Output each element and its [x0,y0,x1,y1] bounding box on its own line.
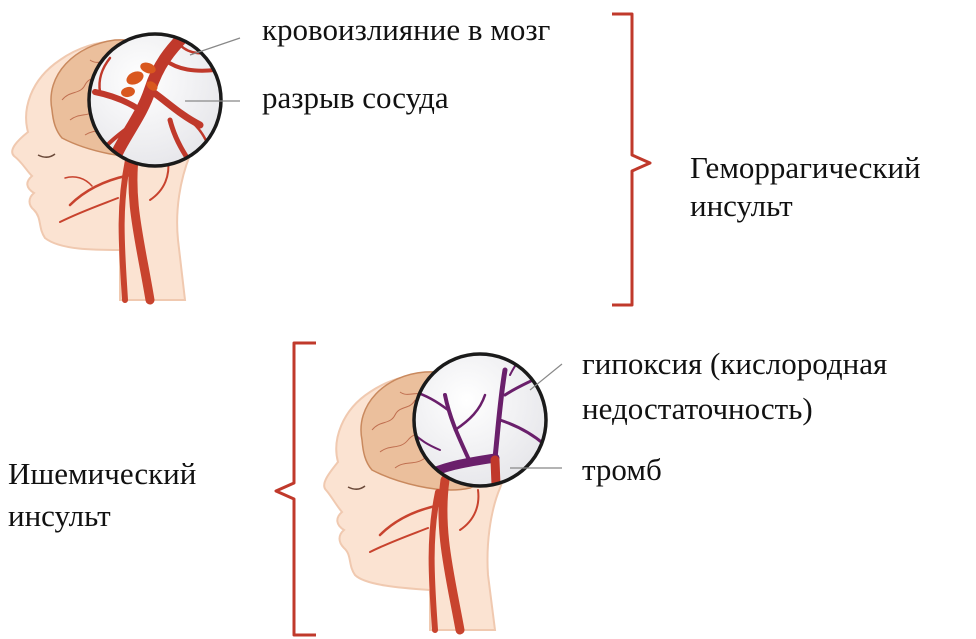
label-vessel-rupture: разрыв сосуда [262,80,449,116]
type-hemorrhagic-line1: Геморрагический [690,150,921,186]
magnifier-ischemic [412,352,548,486]
label-hypoxia: гипоксия (кислородная [582,346,887,382]
bracket-hemorrhagic [612,14,650,305]
type-hemorrhagic-line2: инсульт [690,188,793,224]
bracket-ischemic [276,343,316,635]
label-oxygen-deficiency: недостаточность) [582,391,813,427]
label-brain-hemorrhage: кровоизлияние в мозг [262,12,550,48]
type-ischemic-line1: Ишемический [8,456,196,492]
thrombus [495,460,496,485]
type-ischemic-line2: инсульт [8,498,111,534]
label-thrombus: тромб [582,452,662,488]
